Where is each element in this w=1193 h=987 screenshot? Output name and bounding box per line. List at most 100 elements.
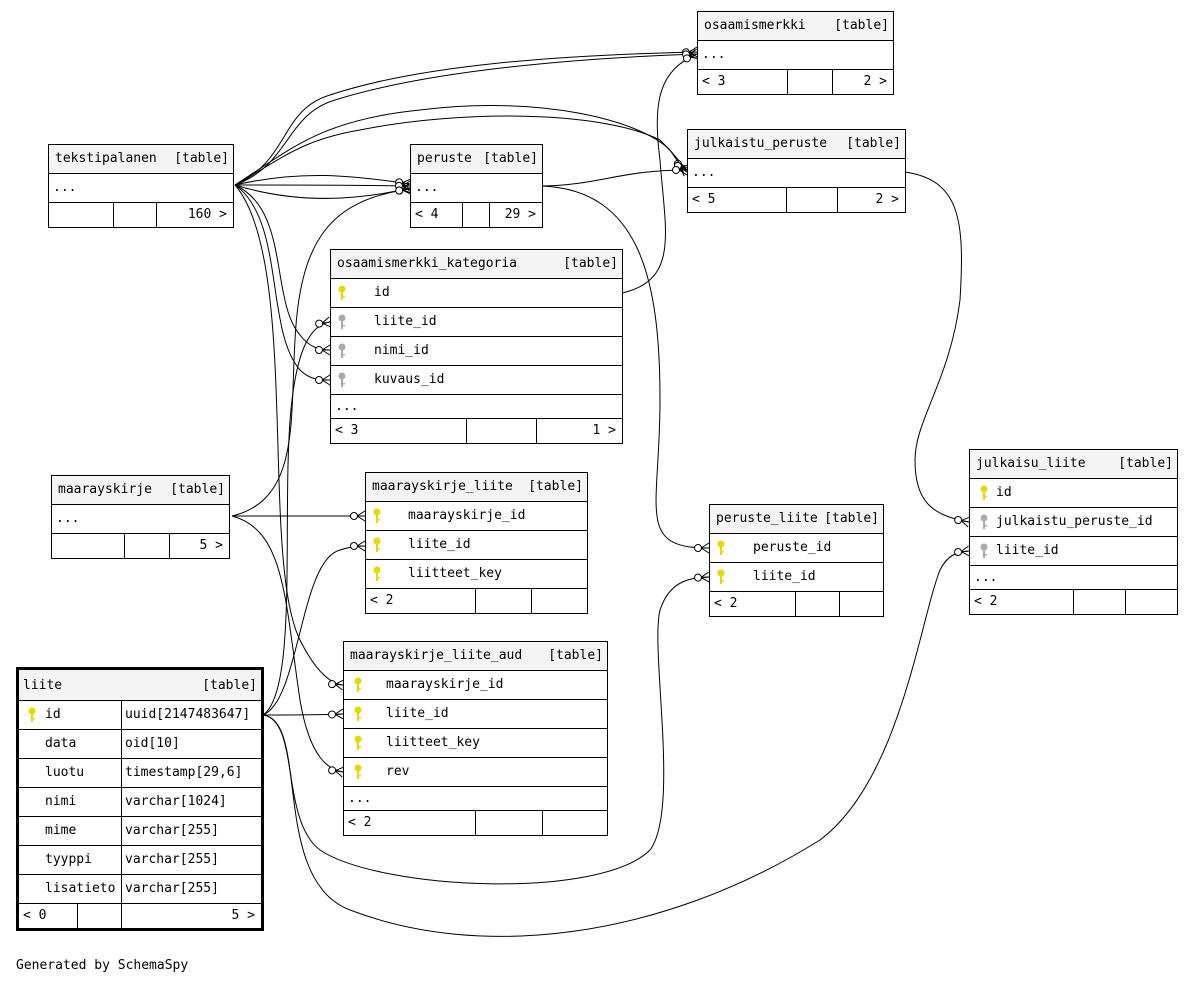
more-columns[interactable]: ...: [688, 159, 905, 188]
table-name: osaamismerkki_kategoria: [337, 256, 518, 271]
more-columns[interactable]: ...: [698, 41, 893, 70]
table-header: tekstipalanen [table]: [49, 145, 233, 174]
parents-count[interactable]: < 3: [335, 423, 359, 438]
table-type: [table]: [202, 678, 257, 693]
column-row[interactable]: maarayskirje_id: [344, 671, 607, 700]
table-julkaisu-liite[interactable]: julkaisu_liite [table] id julkaistu_peru…: [969, 449, 1178, 615]
more-columns[interactable]: ...: [49, 174, 233, 203]
edge-peruste-julkaistu-peruste: [541, 164, 688, 187]
column-row[interactable]: liitteet_key: [344, 729, 607, 758]
primary-key-icon: [338, 285, 346, 300]
table-type: [table]: [170, 482, 225, 497]
table-maarayskirje-liite-aud[interactable]: maarayskirje_liite_aud [table] maarayski…: [343, 641, 608, 836]
column-row[interactable]: id: [970, 479, 1177, 508]
table-peruste[interactable]: peruste [table] ... < 4 29 >: [410, 144, 543, 228]
edge-liite-kategoria: [262, 316, 331, 716]
column-row[interactable]: liitteet_key: [366, 560, 587, 589]
column-name: rev: [386, 764, 410, 779]
more-columns[interactable]: ...: [331, 395, 622, 419]
table-maarayskirje[interactable]: maarayskirje [table] ... 5 >: [51, 475, 230, 559]
column-name: id: [996, 485, 1012, 500]
table-name: maarayskirje_liite_aud: [350, 648, 523, 663]
table-type: [table]: [563, 256, 618, 271]
more-columns[interactable]: ...: [344, 787, 607, 811]
parents-count[interactable]: < 3: [702, 74, 726, 89]
more-columns[interactable]: ...: [52, 505, 229, 534]
table-maarayskirje-liite[interactable]: maarayskirje_liite [table] maarayskirje_…: [365, 472, 588, 614]
column-type: varchar[255]: [121, 846, 219, 874]
parents-count[interactable]: < 5: [692, 192, 716, 207]
children-count[interactable]: 29 >: [489, 203, 542, 227]
primary-key-icon: [717, 569, 725, 584]
column-row[interactable]: maarayskirje_id: [366, 502, 587, 531]
more-columns[interactable]: ...: [970, 566, 1177, 590]
column-row[interactable]: liite_id: [366, 531, 587, 560]
column-row[interactable]: lisatieto varchar[255]: [19, 875, 261, 904]
children-count[interactable]: 2 >: [832, 70, 893, 94]
parents-count[interactable]: < 2: [974, 594, 998, 609]
table-footer: < 0 5 >: [19, 904, 261, 928]
edge-liite-aud: [262, 708, 344, 720]
table-osaamismerkki[interactable]: osaamismerkki [table] ... < 3 2 >: [697, 11, 894, 95]
column-row[interactable]: julkaistu_peruste_id: [970, 508, 1177, 537]
column-row[interactable]: id: [331, 279, 622, 308]
children-count[interactable]: 5 >: [121, 904, 261, 928]
column-row[interactable]: peruste_id: [710, 534, 883, 563]
primary-key-icon: [373, 566, 381, 581]
column-row[interactable]: rev: [344, 758, 607, 787]
column-row[interactable]: liite_id: [331, 308, 622, 337]
children-count[interactable]: 1 >: [536, 419, 622, 443]
table-name: tekstipalanen: [55, 151, 157, 166]
foreign-key-icon: [338, 372, 346, 387]
children-count[interactable]: 160 >: [156, 203, 233, 227]
column-row[interactable]: nimi_id: [331, 337, 622, 366]
table-footer: < 2: [344, 811, 607, 835]
column-row[interactable]: liite_id: [710, 563, 883, 592]
parents-count[interactable]: < 2: [370, 593, 394, 608]
column-name: luotu: [45, 765, 85, 780]
edge-tekstipalanen-peruste-1: [234, 174, 411, 190]
column-row[interactable]: tyyppi varchar[255]: [19, 846, 261, 875]
parents-count[interactable]: < 2: [714, 596, 738, 611]
table-osaamismerkki-kategoria[interactable]: osaamismerkki_kategoria [table] id liite…: [330, 249, 623, 444]
column-name: liite_id: [996, 543, 1059, 558]
table-type: [table]: [824, 511, 879, 526]
table-name: julkaistu_peruste: [694, 136, 828, 151]
column-row[interactable]: liite_id: [344, 700, 607, 729]
more-columns[interactable]: ...: [411, 174, 542, 203]
parents-count[interactable]: < 4: [415, 207, 439, 222]
parents-count[interactable]: < 2: [348, 815, 372, 830]
column-row[interactable]: luotu timestamp[29,6]: [19, 759, 261, 788]
edge-julkaistu-peruste-julkaisu-liite: [904, 171, 971, 528]
table-liite[interactable]: liite [table] id uuid[2147483647] data o…: [16, 667, 264, 931]
column-name: lisatieto: [45, 881, 116, 896]
children-count[interactable]: 5 >: [169, 534, 229, 558]
primary-key-icon: [354, 677, 362, 692]
children-count[interactable]: 2 >: [837, 188, 905, 212]
column-row[interactable]: id uuid[2147483647]: [19, 701, 261, 730]
foreign-key-icon: [338, 343, 346, 358]
table-peruste-liite[interactable]: peruste_liite [table] peruste_id liite_i…: [709, 504, 884, 617]
table-name: liite: [23, 678, 63, 693]
edge-kategoria-osaamismerkki: [621, 49, 700, 294]
column-row[interactable]: data oid[10]: [19, 730, 261, 759]
foreign-key-icon: [980, 514, 988, 529]
parents-count[interactable]: < 0: [23, 908, 47, 923]
primary-key-icon: [354, 764, 362, 779]
column-row[interactable]: nimi varchar[1024]: [19, 788, 261, 817]
column-row[interactable]: mime varchar[255]: [19, 817, 261, 846]
column-name: id: [374, 285, 390, 300]
column-name: liitteet_key: [386, 735, 480, 750]
column-row[interactable]: kuvaus_id: [331, 366, 622, 395]
table-tekstipalanen[interactable]: tekstipalanen [table] ... 160 >: [48, 144, 234, 228]
table-footer: < 5 2 >: [688, 188, 905, 212]
edge-tekstipalanen-kategoria-nimi: [234, 184, 331, 356]
foreign-key-icon: [980, 543, 988, 558]
table-julkaistu-peruste[interactable]: julkaistu_peruste [table] ... < 5 2 >: [687, 129, 906, 213]
table-name: julkaisu_liite: [976, 456, 1086, 471]
table-footer: < 2: [710, 592, 883, 616]
column-row[interactable]: liite_id: [970, 537, 1177, 566]
table-type: [table]: [846, 136, 901, 151]
table-type: [table]: [528, 479, 583, 494]
table-type: [table]: [548, 648, 603, 663]
